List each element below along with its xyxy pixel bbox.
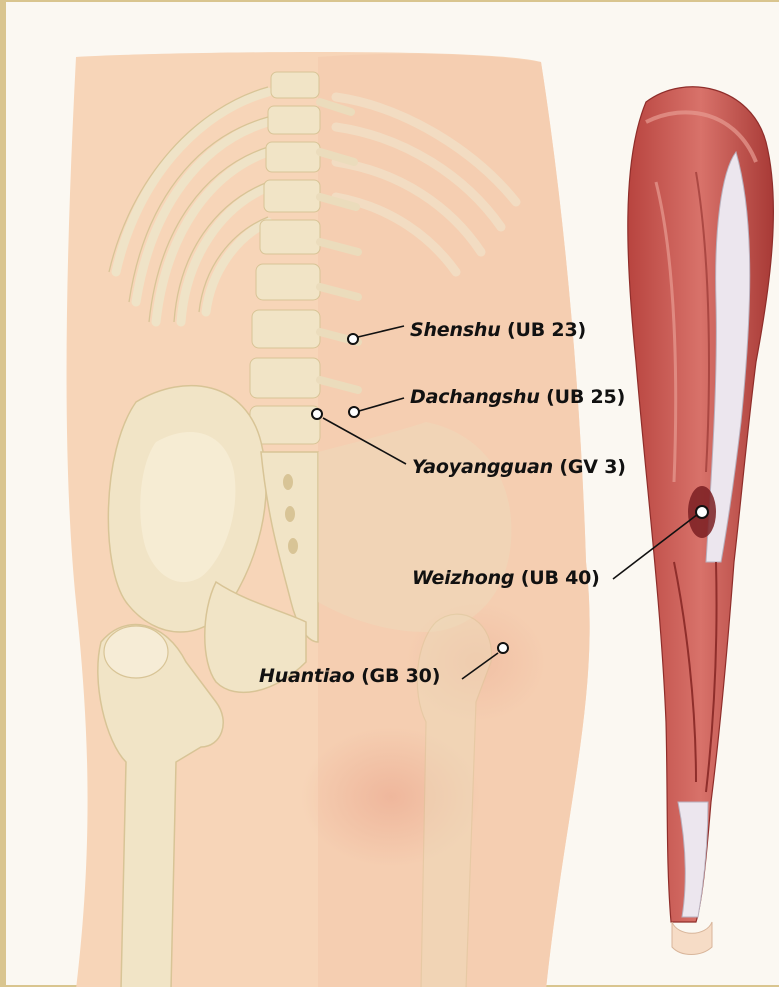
acupoint-name: Shenshu [410, 319, 501, 341]
label-shenshu: Shenshu (UB 23) [410, 321, 586, 340]
label-weizhong: Weizhong (UB 40) [412, 569, 600, 588]
leg-muscles [628, 87, 774, 955]
anatomy-drawing [6, 2, 779, 987]
acupoint-name: Dachangshu [410, 386, 540, 408]
acupoint-name: Yaoyangguan [412, 456, 553, 478]
acupoint-code: (UB 25) [546, 386, 625, 408]
acupoint-code: (GB 30) [361, 665, 440, 687]
acupoint-code: (GV 3) [559, 456, 625, 478]
label-yaoyangguan: Yaoyangguan (GV 3) [412, 458, 626, 477]
yaoyangguan-point [312, 409, 322, 419]
weizhong-point [696, 506, 708, 518]
acupoint-code: (UB 40) [521, 567, 600, 589]
label-huantiao: Huantiao (GB 30) [259, 667, 440, 686]
acupoint-name: Huantiao [259, 665, 355, 687]
acupoint-name: Weizhong [412, 567, 514, 589]
huantiao-point [498, 643, 508, 653]
shenshu-point [348, 334, 358, 344]
acupoint-code: (UB 23) [507, 319, 586, 341]
label-dachangshu: Dachangshu (UB 25) [410, 388, 625, 407]
dachangshu-point [349, 407, 359, 417]
